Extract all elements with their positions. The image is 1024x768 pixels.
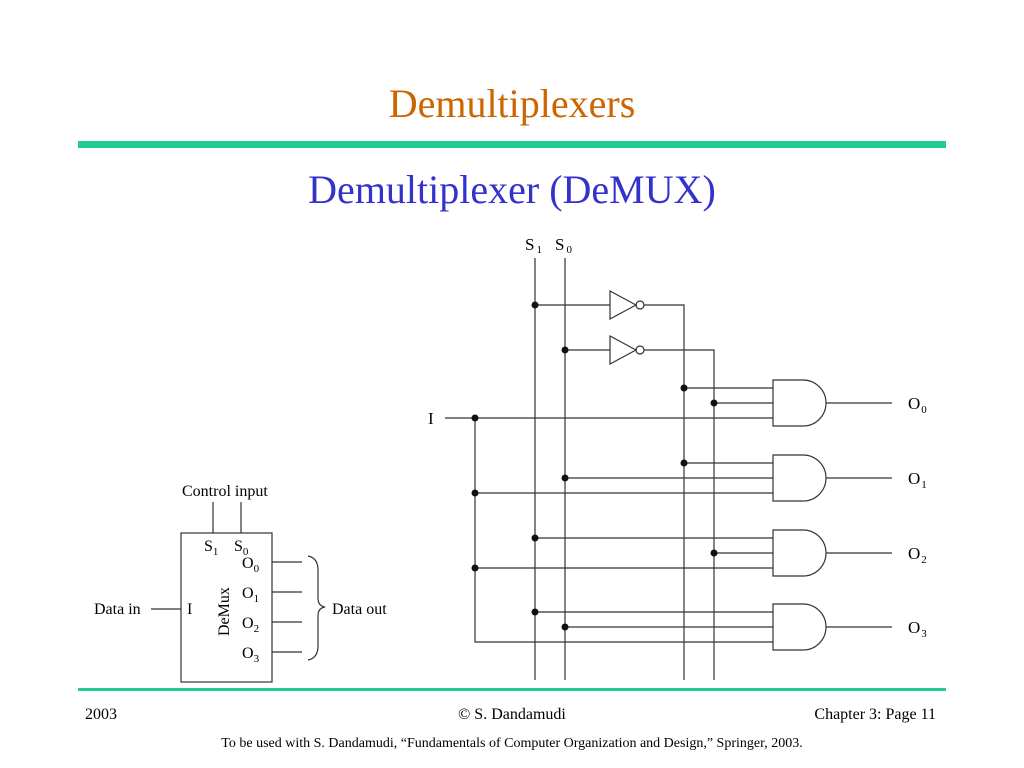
wire-i xyxy=(474,418,773,643)
demux-block xyxy=(180,532,273,683)
footer-year: 2003 xyxy=(85,706,117,723)
footer-divider xyxy=(78,688,946,691)
block-output-2: O2 xyxy=(242,615,259,635)
slide-subtitle: Demultiplexer (DeMUX) xyxy=(308,167,716,212)
block-device-name: DeMux xyxy=(216,587,233,636)
data-out-label: Data out xyxy=(332,601,387,618)
control-input-label: Control input xyxy=(182,483,268,500)
block-diagram: Control input S1 S0 Data in I DeMux O0 O… xyxy=(94,483,387,683)
footer-page-number: Chapter 3: Page 11 xyxy=(814,706,936,723)
footer-credit: To be used with S. Dandamudi, “Fundament… xyxy=(221,736,803,751)
data-in-label: Data in xyxy=(94,601,141,618)
circuit-input-label: I xyxy=(428,409,434,428)
circuit-output-1: O1 xyxy=(908,469,927,491)
junction-dots xyxy=(471,301,718,631)
block-select-s1: S1 xyxy=(204,538,218,558)
block-select-s0: S0 xyxy=(234,538,249,558)
and-gate-1 xyxy=(772,454,827,502)
data-out-brace xyxy=(307,555,326,661)
block-output-3: O3 xyxy=(242,645,260,665)
inverter-s0 xyxy=(609,334,638,366)
footer-author: © S. Dandamudi xyxy=(458,706,566,723)
circuit-output-0: O0 xyxy=(908,394,927,416)
and-gate-3 xyxy=(772,603,827,651)
slide-title: Demultiplexers xyxy=(388,81,636,126)
block-outputs: O0 O1 O2 O3 xyxy=(242,555,302,665)
block-output-0: O0 xyxy=(242,555,260,575)
inverter-s1 xyxy=(609,289,638,321)
block-output-1: O1 xyxy=(242,585,259,605)
circuit-output-3: O3 xyxy=(908,618,927,640)
circuit-output-2: O2 xyxy=(908,544,927,566)
and-gate-0 xyxy=(772,379,827,427)
block-input-pin: I xyxy=(187,601,192,618)
and-gate-2 xyxy=(772,529,827,577)
title-divider xyxy=(78,141,946,148)
